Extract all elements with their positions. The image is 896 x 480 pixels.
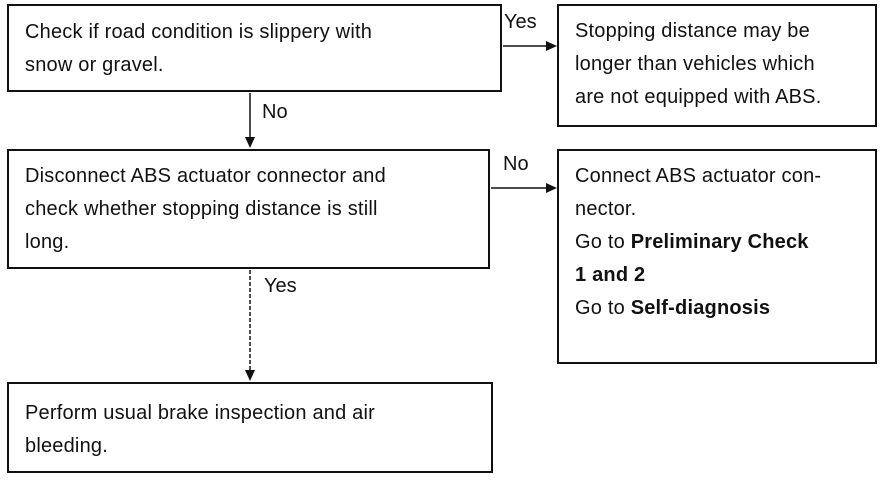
preliminary-check-ref: Preliminary Check xyxy=(630,231,809,253)
arrowhead-distance-yes xyxy=(245,370,255,381)
disconnect-line-1: Disconnect ABS actuator connector and xyxy=(25,165,386,187)
preliminary-check-ref-cont: 1 and 2 xyxy=(575,264,646,286)
disconnect-line-3: long. xyxy=(25,231,70,253)
connect-line-2: nector. xyxy=(575,198,637,220)
goto-preliminary-line: Go to Preliminary Check xyxy=(575,226,875,259)
stopping-note-line-1: Stopping distance may be xyxy=(575,20,810,42)
check-road-condition-box: Check if road condition is slippery with… xyxy=(7,4,502,92)
check-road-line-2: snow or gravel. xyxy=(25,54,164,76)
edge-label-road-yes: Yes xyxy=(504,11,537,33)
goto-self-diagnosis-line: Go to Self-diagnosis xyxy=(575,292,875,325)
edge-label-distance-yes: Yes xyxy=(264,275,297,297)
stopping-distance-note-box: Stopping distance may be longer than veh… xyxy=(557,4,877,127)
goto-prefix-2: Go to xyxy=(575,297,631,319)
goto-prefix: Go to xyxy=(575,231,631,253)
stopping-note-line-2: longer than vehicles which xyxy=(575,53,815,75)
connect-actuator-box: Connect ABS actuator con- nector. Go to … xyxy=(557,149,877,364)
disconnect-line-2: check whether stopping distance is still xyxy=(25,198,378,220)
arrowhead-road-yes xyxy=(546,41,557,51)
stopping-note-line-3: are not equipped with ABS. xyxy=(575,86,822,108)
disconnect-actuator-box: Disconnect ABS actuator connector and ch… xyxy=(7,149,490,269)
edge-label-distance-no: No xyxy=(503,153,529,175)
check-road-line-1: Check if road condition is slippery with xyxy=(25,21,373,43)
brake-line-2: bleeding. xyxy=(25,435,108,457)
self-diagnosis-ref: Self-diagnosis xyxy=(630,297,771,319)
brake-inspection-box: Perform usual brake inspection and air b… xyxy=(7,382,493,473)
arrowhead-distance-no xyxy=(546,183,557,193)
arrowhead-road-no xyxy=(245,137,255,148)
brake-line-1: Perform usual brake inspection and air xyxy=(25,402,376,424)
connect-line-1: Connect ABS actuator con- xyxy=(575,165,822,187)
edge-label-road-no: No xyxy=(262,101,288,123)
